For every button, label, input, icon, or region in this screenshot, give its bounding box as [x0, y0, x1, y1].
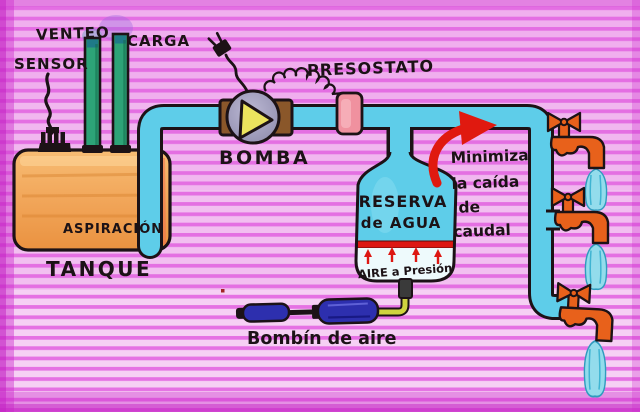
air-pump-body: [316, 297, 380, 325]
water-stream-2: [584, 243, 608, 291]
label-nota-line2: la caída: [451, 173, 519, 193]
charge-pipe: [111, 32, 130, 152]
air-hose: [377, 288, 408, 315]
label-reserva-line1: RESERVA: [359, 192, 448, 211]
label-reserva-line2: de AGUA: [361, 214, 441, 232]
air-chamber: [356, 248, 455, 281]
pump: [207, 31, 294, 145]
reserve-tank: [354, 151, 458, 283]
label-nota-line4: caudal: [453, 221, 511, 241]
sensor-probe: [38, 72, 71, 152]
label-aspiracion: ASPIRACIÓN: [63, 221, 163, 237]
label-nota: Minimiza la caída de caudal: [450, 146, 529, 241]
pipe-collar: [110, 145, 131, 153]
label-bombin: Bombín de aire: [247, 329, 397, 349]
main-pipe: [140, 107, 574, 317]
sensor-connector: [38, 143, 71, 152]
faucet-bank: [546, 111, 616, 398]
label-venteo: VENTEO: [36, 23, 110, 44]
label-presostato: PRESOSTATO: [307, 56, 435, 79]
pressure-switch: [263, 67, 364, 136]
pipe-collar: [82, 145, 103, 153]
air-pump-handle: [241, 302, 291, 323]
valve-stem: [398, 278, 413, 299]
label-sensor: SENSOR: [14, 55, 89, 73]
label-tanque: TANQUE: [46, 257, 152, 281]
label-aire-presion: AIRE a Presión: [357, 261, 452, 282]
air-circuit: [235, 278, 413, 325]
impeller-icon: [238, 99, 274, 140]
coil-wire: [263, 67, 345, 96]
air-hand-pump: [235, 297, 380, 325]
membrane: [357, 240, 455, 249]
water-stream-3: [583, 339, 607, 398]
reserve-tank-outline: [354, 151, 458, 283]
sensor-wire: [44, 72, 54, 135]
labels: VENTEO CARGA SENSOR BOMBA PRESOSTATO ASP…: [14, 23, 529, 349]
label-bomba: BOMBA: [219, 147, 310, 169]
flow-arrow: [428, 111, 497, 188]
label-nota-line3: de: [458, 198, 480, 217]
label-nota-line1: Minimiza: [450, 146, 529, 167]
ink-dot: [221, 289, 225, 293]
water-stream-1: [584, 168, 608, 211]
power-plug-icon: [207, 31, 232, 57]
label-carga: CARGA: [127, 32, 190, 50]
power-cord: [224, 53, 249, 93]
